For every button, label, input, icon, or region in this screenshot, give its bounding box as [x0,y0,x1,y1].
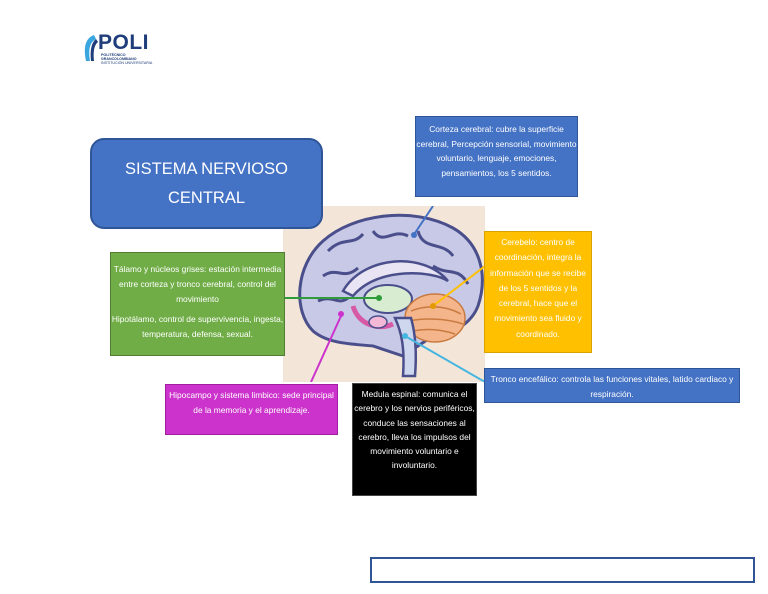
logo-sub-line2: GRANCOLOMBIANO [101,57,137,61]
logo-sub-line1: POLITÉCNICO [101,53,126,57]
logo-subtitle: POLITÉCNICO GRANCOLOMBIANO INSTITUCIÓN U… [101,53,152,65]
talamo-box: Tálamo y núcleos grises: estación interm… [110,252,285,356]
talamo-text: Tálamo y núcleos grises: estación interm… [113,264,282,304]
medula-espinal-box: Medula espinal: comunica el cerebro y lo… [352,383,477,496]
title-line2: CENTRAL [167,189,245,207]
title-line1: SISTEMA NERVIOSO [125,160,288,178]
hipotalamo-text: Hipotálamo, control de supervivencia, in… [111,314,284,340]
logo-mark-icon [84,35,98,61]
logo-sub-line3: INSTITUCIÓN UNIVERSITARIA [101,61,153,65]
empty-footer-box [370,557,755,583]
page-title: SISTEMA NERVIOSO CENTRAL [90,138,323,229]
tronco-encefalico-box: Tronco encefálico: controla las funcione… [484,368,740,403]
poli-logo: POLI POLITÉCNICO GRANCOLOMBIANO INSTITUC… [82,31,172,65]
cerebelo-box: Cerebelo: centro de coordinación, integr… [484,231,592,353]
brain-illustration [283,206,485,382]
logo-wordmark: POLI [98,31,150,54]
corteza-cerebral-box: Corteza cerebral: cubre la superficie ce… [415,116,578,197]
hipocampo-box: Hipocampo y sistema limbico: sede princi… [165,384,338,435]
